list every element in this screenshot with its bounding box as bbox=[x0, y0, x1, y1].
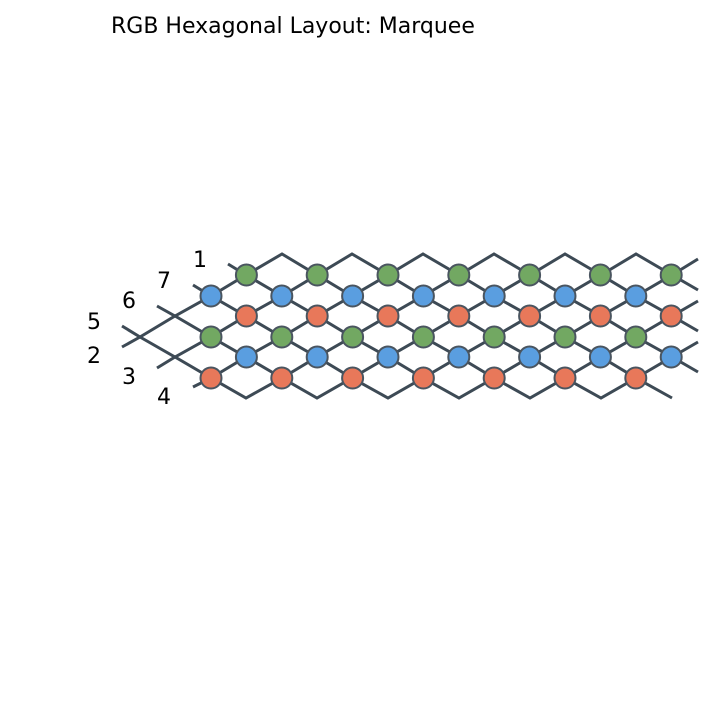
row-label-1: 1 bbox=[193, 248, 207, 273]
led-blue bbox=[482, 284, 506, 308]
row-label-7: 7 bbox=[157, 269, 171, 294]
led-layer bbox=[199, 263, 683, 390]
led-blue bbox=[553, 284, 577, 308]
row-label-2: 2 bbox=[87, 344, 101, 369]
led-green bbox=[376, 263, 400, 287]
led-red bbox=[553, 366, 577, 390]
led-red bbox=[234, 304, 258, 328]
led-blue bbox=[234, 345, 258, 369]
row-label-6: 6 bbox=[122, 289, 136, 314]
led-blue bbox=[341, 284, 365, 308]
led-blue bbox=[518, 345, 542, 369]
led-green bbox=[624, 325, 648, 349]
led-red bbox=[447, 304, 471, 328]
row-label-3: 3 bbox=[122, 365, 136, 390]
led-red bbox=[376, 304, 400, 328]
led-red bbox=[199, 366, 223, 390]
led-red bbox=[341, 366, 365, 390]
led-red bbox=[624, 366, 648, 390]
led-red bbox=[588, 304, 612, 328]
led-green bbox=[659, 263, 683, 287]
led-red bbox=[482, 366, 506, 390]
led-blue bbox=[411, 284, 435, 308]
led-red bbox=[305, 304, 329, 328]
wire-trace-3 bbox=[192, 273, 699, 298]
led-red bbox=[270, 366, 294, 390]
led-blue bbox=[199, 284, 223, 308]
led-green bbox=[199, 325, 223, 349]
led-blue bbox=[376, 345, 400, 369]
led-blue bbox=[624, 284, 648, 308]
led-green bbox=[482, 325, 506, 349]
led-green bbox=[305, 263, 329, 287]
led-green bbox=[411, 325, 435, 349]
led-green bbox=[270, 325, 294, 349]
led-red bbox=[411, 366, 435, 390]
led-blue bbox=[659, 345, 683, 369]
led-blue bbox=[588, 345, 612, 369]
led-red bbox=[518, 304, 542, 328]
led-blue bbox=[270, 284, 294, 308]
led-blue bbox=[305, 345, 329, 369]
led-green bbox=[553, 325, 577, 349]
row-label-5: 5 bbox=[87, 310, 101, 335]
led-green bbox=[447, 263, 471, 287]
led-green bbox=[341, 325, 365, 349]
row-label-4: 4 bbox=[157, 385, 171, 410]
diagram-title: RGB Hexagonal Layout: Marquee bbox=[111, 14, 475, 39]
led-green bbox=[588, 263, 612, 287]
led-blue bbox=[447, 345, 471, 369]
led-green bbox=[234, 263, 258, 287]
led-red bbox=[659, 304, 683, 328]
led-green bbox=[518, 263, 542, 287]
